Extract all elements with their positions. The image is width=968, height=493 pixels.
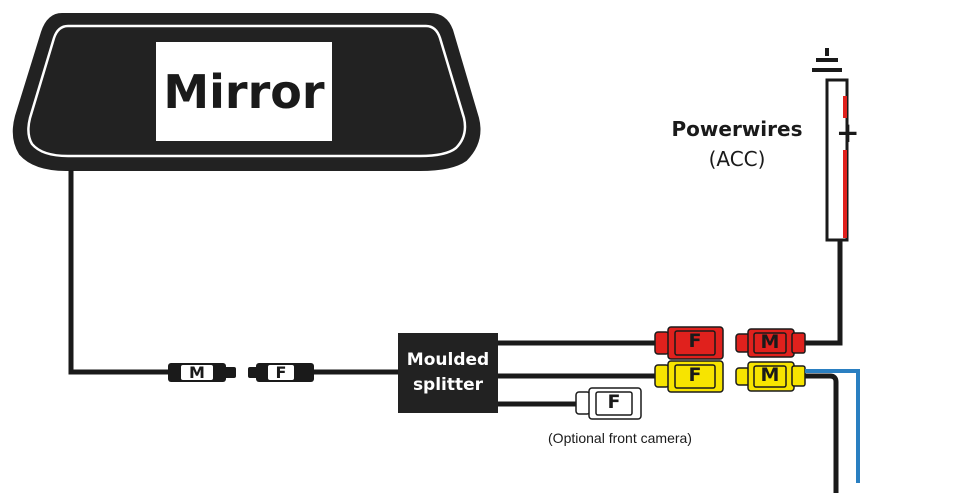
mirror-male-plug xyxy=(168,363,236,382)
powerwires-title: Powerwires xyxy=(671,117,803,141)
mirror-screen xyxy=(156,42,332,141)
mirror-label: Mirror xyxy=(163,64,325,119)
red-female-letter: F xyxy=(688,330,702,352)
video-output-cable xyxy=(805,373,839,493)
positive-wire-red-lower xyxy=(843,150,847,238)
positive-wire-red-upper xyxy=(843,96,847,118)
ground-icon xyxy=(812,48,842,72)
splitter-label-line-2: splitter xyxy=(412,375,484,395)
powerwires-acc-label: (ACC) xyxy=(708,147,766,171)
red-male-letter: M xyxy=(760,331,780,353)
optional-front-camera-caption: (Optional front camera) xyxy=(548,430,692,446)
moulded-splitter xyxy=(398,333,498,413)
red-female-plug xyxy=(654,326,724,360)
splitter-label: Moulded splitter xyxy=(398,348,498,398)
mirror-cable xyxy=(68,170,170,375)
white-female-plug xyxy=(575,387,642,420)
mirror-male-letter: M xyxy=(189,363,205,382)
yellow-female-letter: F xyxy=(688,364,702,386)
splitter-label-line-1: Moulded xyxy=(406,350,490,370)
power-cable xyxy=(805,240,843,346)
mirror-inner-outline xyxy=(27,24,467,158)
mirror-female-letter: F xyxy=(275,363,287,382)
white-female-letter: F xyxy=(607,391,621,413)
blue-trigger-wire xyxy=(805,369,860,483)
yellow-female-plug xyxy=(654,360,724,393)
mirror-female-plug xyxy=(248,363,314,382)
yellow-male-plug xyxy=(735,361,806,392)
yellow-male-letter: M xyxy=(760,364,780,386)
positive-sign: + xyxy=(836,116,860,149)
